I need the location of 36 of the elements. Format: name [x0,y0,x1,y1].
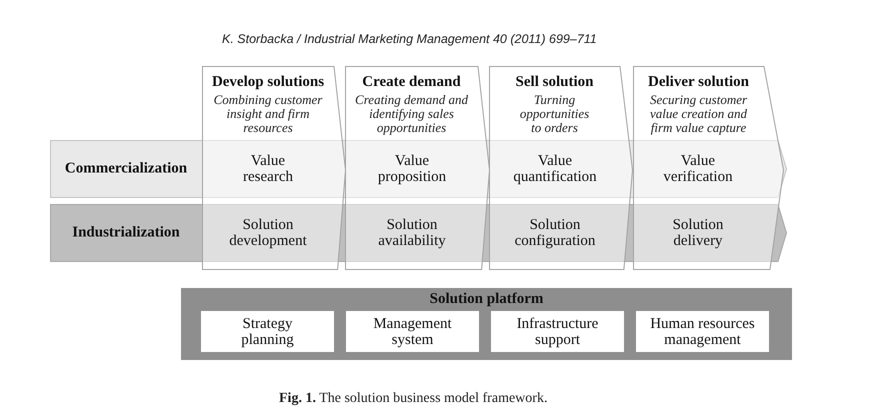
cell-label: Solution availability [378,217,446,249]
row-band [50,140,787,198]
stage-description: Creating demand and identifying sales opportunities [354,93,469,135]
platform-box [201,311,334,352]
cell-label: Solution configuration [514,217,596,249]
stage-description: Securing customer value creation and firm value capture [648,93,748,135]
platform-title: Solution platform [430,291,544,308]
platform-box [491,311,624,352]
stage-panel [489,66,633,270]
cell-label: Solution development [229,217,307,249]
stage-description: Combining customer insight and firm resources [212,93,324,135]
stage-heading: Sell solution [516,74,594,91]
stage-panel [202,66,346,270]
stage-panel [633,66,784,270]
platform-box-label: Management system [372,316,453,348]
cell-label: Solution delivery [672,217,724,249]
stage-heading: Develop solutions [212,74,324,91]
platform-box [346,311,479,352]
cell-label: Value verification [663,153,733,185]
cell-label: Value proposition [378,153,446,185]
row-label: Industrialization [72,224,180,242]
platform-box-label: Strategy planning [240,316,295,348]
running-head: K. Storbacka / Industrial Marketing Management 40 (2011) 699–711 [222,32,597,46]
stage-heading: Create demand [362,74,461,91]
stage-description: Turning opportunities to orders [518,93,590,135]
row-band [50,204,787,262]
figure-caption: Fig. 1. The solution business model framework. [279,391,548,407]
platform-panel [181,288,792,360]
platform-box [636,311,769,352]
cell-label: Value research [243,153,293,185]
row-label: Commercialization [64,160,188,178]
platform-box-label: Human resources management [649,316,756,348]
cell-label: Value quantification [513,153,597,185]
platform-box-label: Infrastructure support [516,316,600,348]
stage-panel [345,66,490,270]
stage-heading: Deliver solution [648,74,749,91]
